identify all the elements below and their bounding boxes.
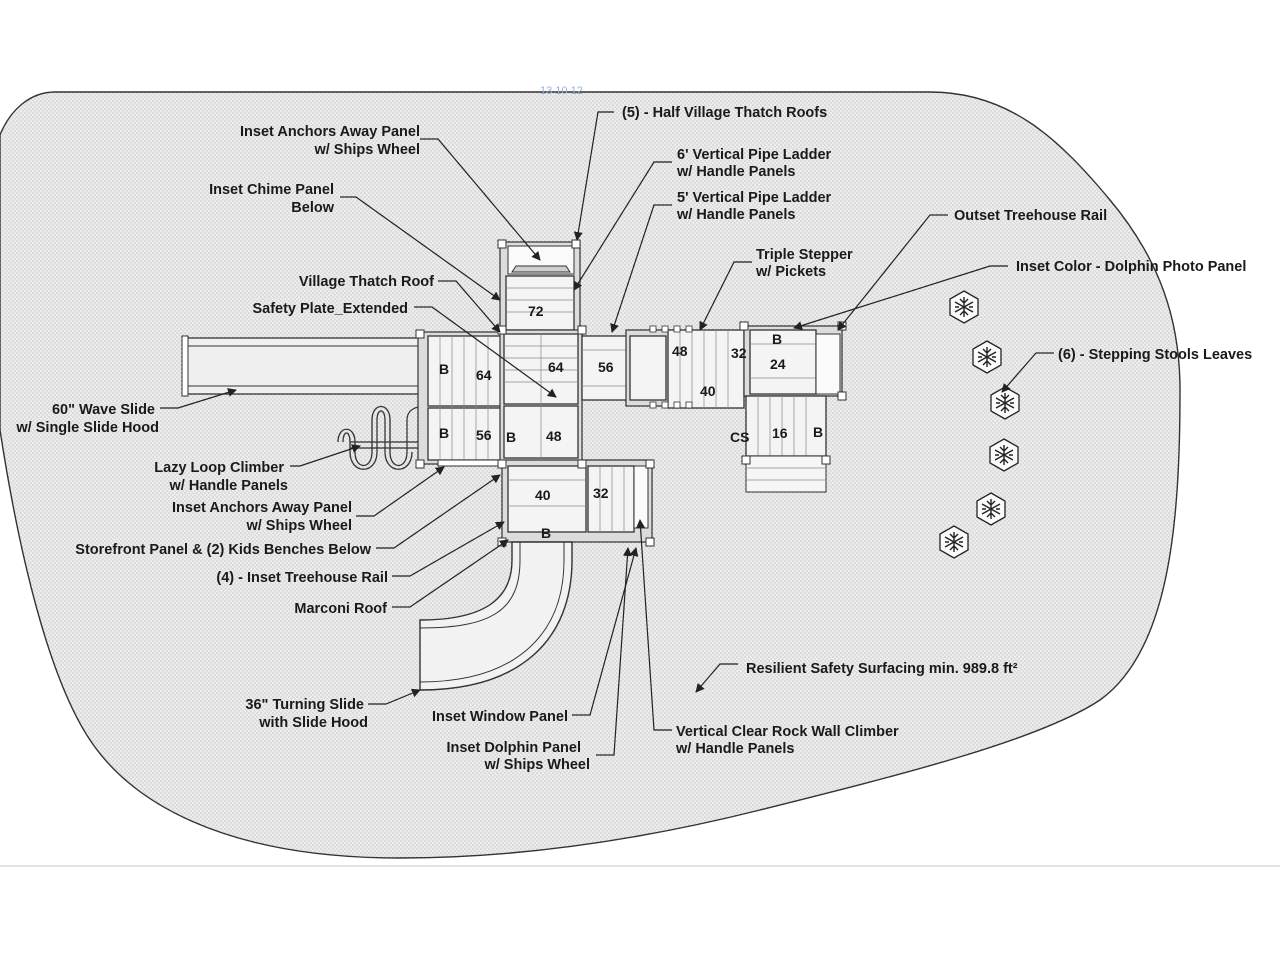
leader-lines bbox=[160, 111, 1054, 756]
bench-mark-b-1: B bbox=[439, 361, 449, 377]
deck-24 bbox=[749, 329, 817, 395]
label-half-village-roofs: (5) - Half Village Thatch Roofs bbox=[622, 105, 827, 121]
label-rock-wall-2: w/ Handle Panels bbox=[675, 741, 794, 757]
deck-size-24: 24 bbox=[770, 356, 786, 372]
bench-mark-b-6: B bbox=[541, 525, 551, 541]
deck-size-40-stepper: 40 bbox=[700, 383, 716, 399]
label-ladder-5ft: 5' Vertical Pipe Ladder bbox=[677, 190, 832, 206]
label-dolphin-photo-panel: Inset Color - Dolphin Photo Panel bbox=[1016, 259, 1246, 275]
bench-mark-b-2: B bbox=[439, 425, 449, 441]
playset-structure bbox=[181, 239, 847, 691]
label-wave-slide: 60" Wave Slide bbox=[52, 402, 155, 418]
label-storefront: Storefront Panel & (2) Kids Benches Belo… bbox=[75, 542, 371, 558]
stepper-ladder bbox=[745, 455, 827, 493]
deck-56-bridge bbox=[581, 335, 633, 401]
deck-size-32-stepper: 32 bbox=[731, 345, 747, 361]
label-anchors-away-bottom: Inset Anchors Away Panel bbox=[172, 500, 352, 516]
label-ladder-6ft-2: w/ Handle Panels bbox=[676, 164, 795, 180]
deck-size-64-left: 64 bbox=[476, 367, 492, 383]
label-turning-slide: 36" Turning Slide bbox=[245, 697, 364, 713]
label-wave-slide-2: w/ Single Slide Hood bbox=[15, 420, 159, 436]
deck-72 bbox=[505, 275, 575, 331]
callout-labels: (5) - Half Village Thatch Roofs Inset An… bbox=[15, 105, 1252, 773]
label-outset-rail: Outset Treehouse Rail bbox=[954, 208, 1107, 224]
label-rock-wall: Vertical Clear Rock Wall Climber bbox=[676, 724, 899, 740]
bench-mark-b-4: B bbox=[772, 331, 782, 347]
bench-mark-b-3: B bbox=[506, 429, 516, 445]
label-ladder-6ft: 6' Vertical Pipe Ladder bbox=[677, 147, 832, 163]
deck-triple-stepper bbox=[667, 329, 745, 409]
deck-size-48-center: 48 bbox=[546, 428, 562, 444]
label-dolphin-panel: Inset Dolphin Panel bbox=[446, 740, 581, 756]
label-chime-panel: Inset Chime Panel bbox=[209, 182, 334, 198]
deck-size-56-left: 56 bbox=[476, 427, 492, 443]
deck-size-72: 72 bbox=[528, 303, 544, 319]
label-safety-plate: Safety Plate_Extended bbox=[252, 301, 408, 317]
label-anchors-away-top-2: w/ Ships Wheel bbox=[313, 142, 420, 158]
label-marconi-roof: Marconi Roof bbox=[294, 601, 387, 617]
deck-size-56-bridge: 56 bbox=[598, 359, 614, 375]
label-window-panel: Inset Window Panel bbox=[432, 709, 568, 725]
deck-size-40-lower: 40 bbox=[535, 487, 551, 503]
label-dolphin-panel-2: w/ Ships Wheel bbox=[483, 757, 590, 773]
deck-16 bbox=[745, 395, 827, 457]
deck-size-32-lower: 32 bbox=[593, 485, 609, 501]
label-village-roof: Village Thatch Roof bbox=[299, 274, 434, 290]
label-triple-stepper: Triple Stepper bbox=[756, 247, 853, 263]
label-turning-slide-2: with Slide Hood bbox=[258, 715, 368, 731]
label-anchors-away-top: Inset Anchors Away Panel bbox=[240, 124, 420, 140]
label-anchors-away-bottom-2: w/ Ships Wheel bbox=[245, 518, 352, 534]
label-triple-stepper-2: w/ Pickets bbox=[755, 264, 826, 280]
deck-40-lower bbox=[507, 465, 587, 533]
turning-slide bbox=[419, 541, 573, 691]
clipped-top-text: 13 10 12 bbox=[540, 85, 583, 97]
deck-mark-cs: CS bbox=[730, 429, 749, 445]
label-ladder-5ft-2: w/ Handle Panels bbox=[676, 207, 795, 223]
wave-slide bbox=[181, 335, 424, 397]
deck-size-48-stepper: 48 bbox=[672, 343, 688, 359]
bench-mark-b-5: B bbox=[813, 424, 823, 440]
label-chime-panel-2: Below bbox=[291, 200, 334, 216]
label-lazy-loop: Lazy Loop Climber bbox=[154, 460, 284, 476]
deck-size-labels: 72 64 64 56 56 48 48 32 40 24 16 CS 40 3… bbox=[439, 303, 823, 541]
deck-size-16: 16 bbox=[772, 425, 788, 441]
label-lazy-loop-2: w/ Handle Panels bbox=[169, 478, 288, 494]
label-resilient-surfacing: Resilient Safety Surfacing min. 989.8 ft… bbox=[746, 661, 1018, 677]
label-inset-rail: (4) - Inset Treehouse Rail bbox=[216, 570, 388, 586]
label-stepping-stools: (6) - Stepping Stools Leaves bbox=[1058, 347, 1252, 363]
deck-size-64-center: 64 bbox=[548, 359, 564, 375]
